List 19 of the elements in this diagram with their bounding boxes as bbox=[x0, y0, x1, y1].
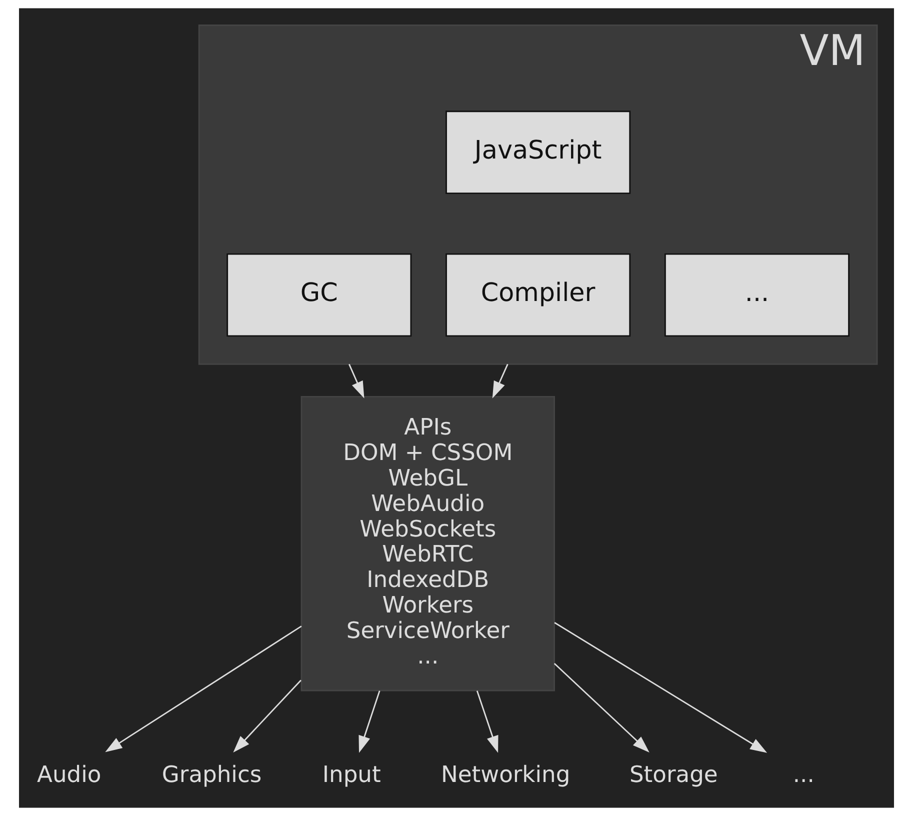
node-box: JavaScript bbox=[446, 110, 631, 194]
arrow bbox=[476, 690, 498, 753]
node-box: APIs DOM + CSSOM WebGL WebAudio WebSockets WebRTC IndexedDB Workers ServiceWorker ... bbox=[300, 396, 556, 692]
node-text: Storage bbox=[629, 762, 718, 788]
arrow bbox=[105, 626, 302, 752]
node-text: Networking bbox=[440, 762, 570, 788]
arrow bbox=[492, 364, 508, 398]
node-box: Compiler bbox=[446, 253, 631, 337]
arrow bbox=[358, 690, 380, 753]
node-text: ... bbox=[792, 762, 814, 788]
arrow bbox=[348, 364, 364, 398]
arrow bbox=[554, 662, 650, 752]
node-box: ... bbox=[664, 253, 850, 337]
arrow bbox=[233, 680, 302, 752]
node-text: Audio bbox=[37, 762, 102, 788]
node-text: Graphics bbox=[162, 762, 262, 788]
node-text: Input bbox=[322, 762, 381, 788]
node-box: GC bbox=[226, 253, 412, 337]
arrow bbox=[554, 622, 768, 753]
